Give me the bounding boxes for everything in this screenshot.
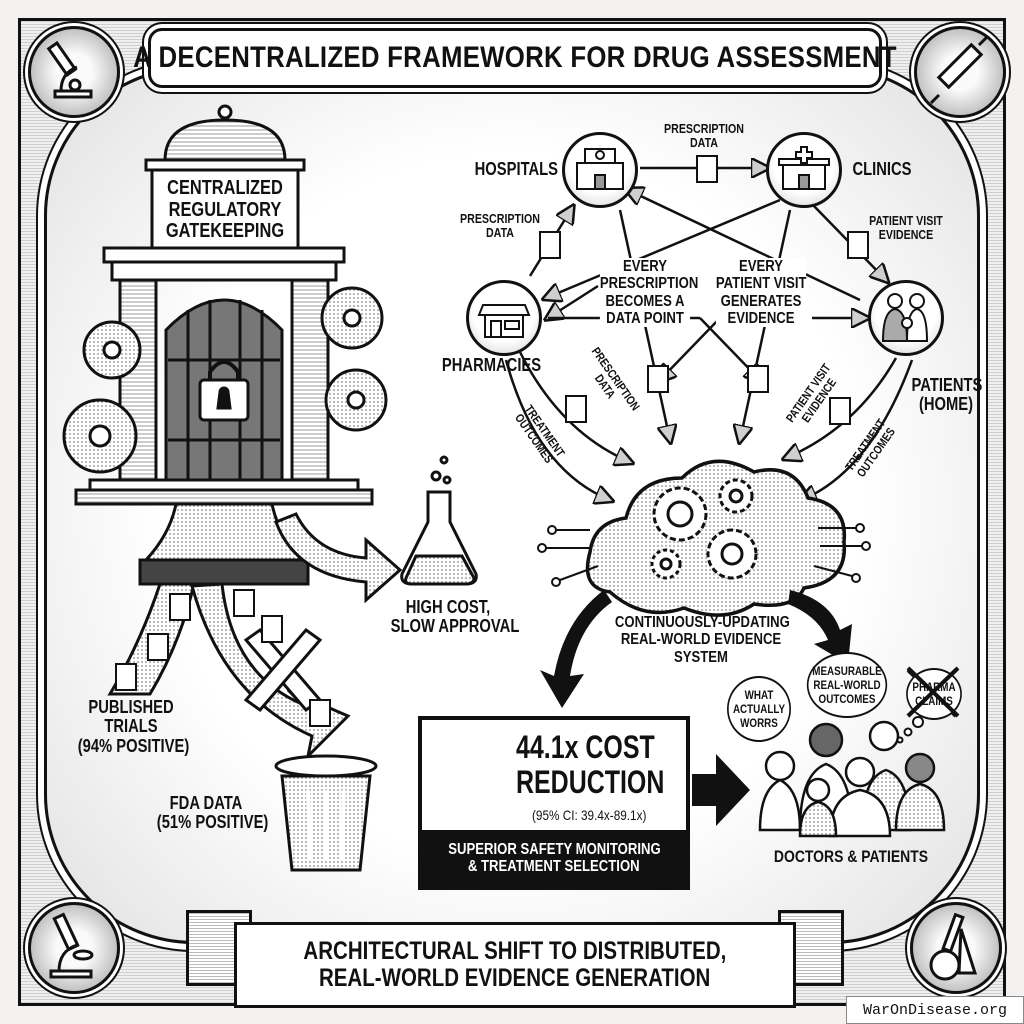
patients-node xyxy=(868,280,944,356)
syringe-icon xyxy=(914,26,1006,118)
hospitals-label: HOSPITALS xyxy=(474,159,559,179)
pharmacies-label: PHARMACIES xyxy=(441,355,542,375)
hospitals-node xyxy=(562,132,638,208)
document-icon xyxy=(539,155,869,425)
clinic-icon xyxy=(778,146,830,190)
people-group xyxy=(758,720,946,838)
watermark-text[interactable]: WarOnDisease.org xyxy=(862,1001,1008,1019)
gear-icon xyxy=(62,286,388,474)
stat-ci: (95% CI: 39.4x-89.1x) xyxy=(532,807,647,823)
clinics-node xyxy=(766,132,842,208)
fda-data-label: FDA DATA(51% POSITIVE) xyxy=(156,793,269,833)
doctors-patients-label: DOCTORS & PATIENTS xyxy=(773,847,929,866)
output-arrow-right xyxy=(788,590,852,664)
microscope-icon xyxy=(28,902,120,994)
cost-arrow xyxy=(274,512,403,604)
regulatory-building xyxy=(62,104,388,586)
banner-line-1: ARCHITECTURAL SHIFT TO DISTRIBUTED, xyxy=(303,937,727,965)
document-icon xyxy=(115,589,331,727)
title-text: A DECENTRALIZED FRAMEWORK FOR DRUG ASSES… xyxy=(133,41,897,74)
stat-footer: SUPERIOR SAFETY MONITORING & TREATMENT S… xyxy=(422,830,686,886)
family-icon xyxy=(881,293,929,342)
output-arrow-left xyxy=(540,590,612,708)
pharmacies-node xyxy=(466,280,542,356)
patients-label: PATIENTS(HOME) xyxy=(911,375,983,415)
storefront-icon xyxy=(477,304,531,338)
flask-icon xyxy=(400,455,478,586)
high-cost-label: HIGH COST,SLOW APPROVAL xyxy=(390,597,520,637)
stat-footer-line-1: SUPERIOR SAFETY MONITORING xyxy=(447,840,661,858)
page-title: A DECENTRALIZED FRAMEWORK FOR DRUG ASSES… xyxy=(133,28,897,88)
stat-arrow xyxy=(692,754,750,826)
circuit-traces xyxy=(537,523,871,587)
conclusion-banner: ARCHITECTURAL SHIFT TO DISTRIBUTED, REAL… xyxy=(234,922,796,1008)
gear-icon xyxy=(650,478,758,580)
banner-line-2: REAL-WORLD EVIDENCE GENERATION xyxy=(319,964,711,992)
flask-icon xyxy=(910,902,1002,994)
stat-footer-line-2: & TREATMENT SELECTION xyxy=(468,858,640,875)
trash-can-icon xyxy=(274,754,378,872)
hospital-icon xyxy=(576,148,624,190)
watermark[interactable]: WarOnDisease.org xyxy=(846,996,1024,1024)
microscope-icon xyxy=(28,26,120,118)
clinics-label: CLINICS xyxy=(852,159,912,179)
thought-dots xyxy=(896,716,924,744)
